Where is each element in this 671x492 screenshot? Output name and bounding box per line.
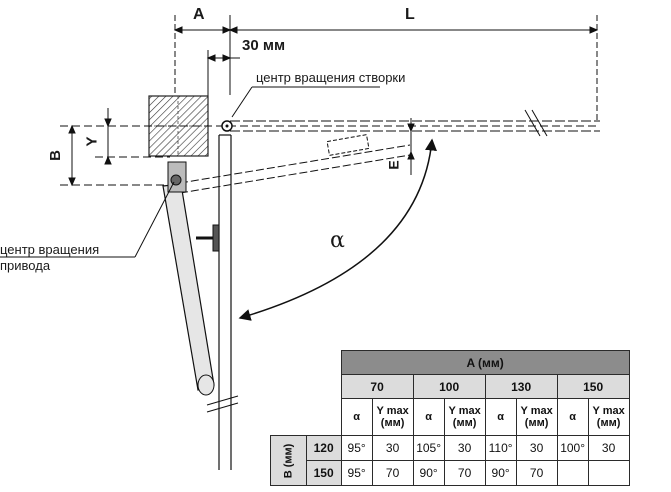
cell: 110°: [484, 435, 517, 461]
dimension-y-line: [104, 108, 112, 165]
a-value-70: 70: [340, 374, 414, 399]
b-value: 120: [305, 435, 342, 461]
cell: [587, 460, 630, 486]
label-dimension-l: L: [405, 6, 415, 23]
col-alpha: α: [484, 398, 517, 436]
col-alpha: α: [412, 398, 445, 436]
label-drive-pivot-line2: привода: [0, 258, 51, 273]
table-title: A (мм): [340, 350, 630, 375]
drive-arm-closed: [179, 134, 411, 194]
dimension-a-line: [173, 15, 232, 95]
b-axis-label: B (мм): [270, 435, 307, 486]
a-value-150: 150: [556, 374, 630, 399]
cell: 95°: [340, 435, 373, 461]
label-drive-pivot-line1: центр вращения: [0, 242, 100, 257]
cell: 90°: [484, 460, 517, 486]
opening-angle-arc: [238, 138, 437, 321]
cell: 70: [443, 460, 486, 486]
cell: 30: [515, 435, 558, 461]
pivot-leaf-leader: [231, 86, 253, 118]
drive-motor-open: [162, 161, 215, 396]
cell: 70: [515, 460, 558, 486]
installation-spec-table: A (мм) 70 100 130 150 α Y max(мм) α Y ma…: [270, 350, 630, 486]
col-ymax: Y max(мм): [515, 398, 558, 436]
a-value-130: 130: [484, 374, 558, 399]
col-ymax: Y max(мм): [587, 398, 630, 436]
table-row: 150 95° 70 90° 70 90° 70: [271, 460, 630, 486]
cell: 30: [587, 435, 630, 461]
a-value-100: 100: [412, 374, 486, 399]
col-alpha: α: [340, 398, 373, 436]
dimension-e-line: [407, 118, 415, 175]
cell: 105°: [412, 435, 445, 461]
label-leaf-pivot: центр вращения створки: [256, 70, 406, 85]
dimension-b-line: [68, 124, 76, 187]
col-ymax: Y max(мм): [443, 398, 486, 436]
dimension-l-line: [228, 15, 599, 120]
cell: 30: [443, 435, 486, 461]
label-dimension-a: A: [193, 6, 205, 23]
b-value: 150: [305, 460, 342, 486]
cell: 30: [371, 435, 414, 461]
cell: 70: [371, 460, 414, 486]
label-dimension-e: E: [385, 160, 402, 170]
table-row: B (мм) 120 95° 30 105° 30 110° 30 100° 3…: [270, 435, 630, 486]
gate-leaf-closed: [230, 109, 600, 137]
gate-leaf-open: [206, 134, 239, 470]
label-dimension-30mm: 30 мм: [242, 37, 286, 54]
leaf-bracket: [212, 224, 220, 252]
col-alpha: α: [556, 398, 589, 436]
label-dimension-b: B: [46, 150, 64, 161]
dimension-30mm-line: [206, 50, 240, 125]
cell: 95°: [340, 460, 373, 486]
cell: 100°: [556, 435, 589, 461]
cell: 90°: [412, 460, 445, 486]
col-ymax: Y max(мм): [371, 398, 414, 436]
label-dimension-y: Y: [83, 136, 101, 147]
label-opening-angle: α: [330, 228, 345, 253]
cell: [556, 460, 589, 486]
